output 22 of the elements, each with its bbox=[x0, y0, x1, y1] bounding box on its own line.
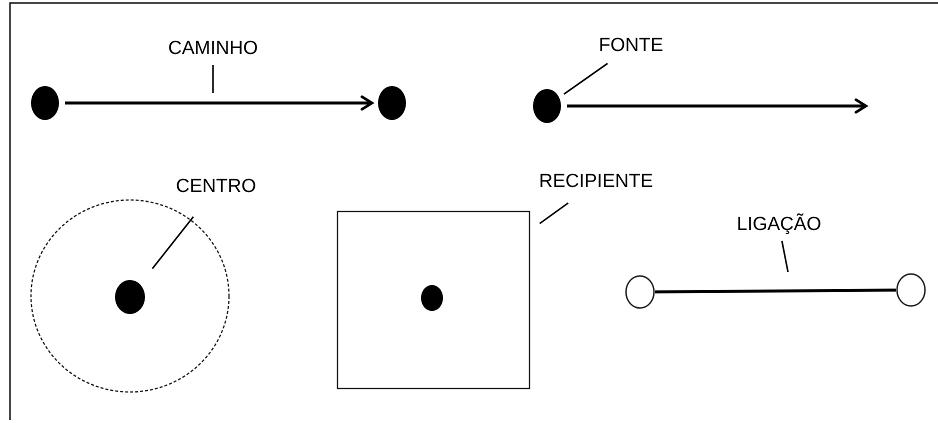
leader-line bbox=[152, 216, 194, 270]
term-label: CENTRO bbox=[175, 175, 257, 201]
leader-line bbox=[564, 62, 608, 95]
connector-line bbox=[654, 288, 896, 294]
point-marker bbox=[378, 86, 406, 120]
term-label: LIGAÇÃO bbox=[733, 213, 825, 239]
arrow bbox=[567, 98, 868, 114]
leader-line bbox=[539, 202, 569, 224]
center-point bbox=[115, 280, 145, 314]
point-marker bbox=[31, 86, 59, 120]
term-label: RECIPIENTE bbox=[533, 170, 659, 196]
leader-line bbox=[212, 65, 214, 93]
center-point bbox=[421, 285, 443, 311]
arrow bbox=[65, 95, 374, 111]
dashed-circle bbox=[30, 199, 230, 393]
open-circle bbox=[625, 275, 655, 309]
leader-line bbox=[781, 240, 789, 272]
source-point bbox=[533, 89, 561, 123]
term-label: CAMINHO bbox=[163, 37, 263, 63]
open-circle bbox=[896, 273, 926, 307]
term-label: FONTE bbox=[595, 34, 667, 60]
container-square bbox=[337, 211, 530, 389]
